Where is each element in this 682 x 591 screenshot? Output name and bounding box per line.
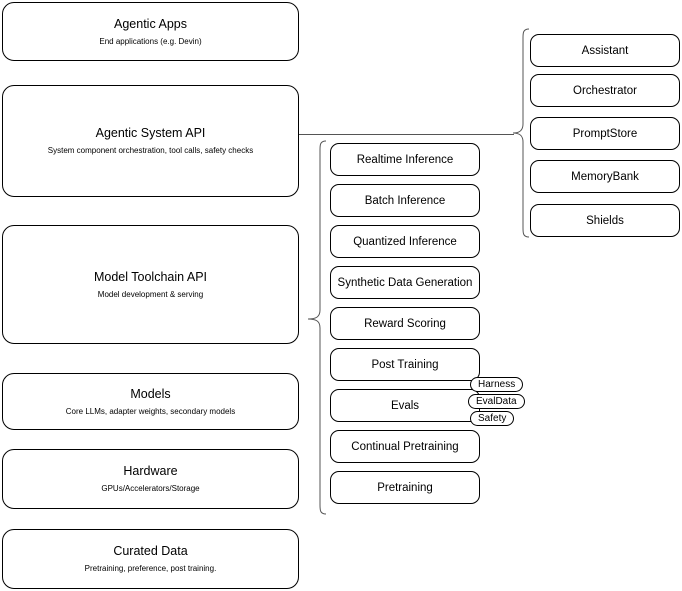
component-label: MemoryBank [571,170,639,183]
layer-title: Curated Data [113,544,188,558]
capability-batch-inference[interactable]: Batch Inference [330,184,480,217]
eval-badge-label: Safety [478,413,507,424]
layer-subtitle: Pretraining, preference, post training. [84,564,217,573]
layer-models[interactable]: Models Core LLMs, adapter weights, secon… [2,373,299,430]
layer-agentic-system-api[interactable]: Agentic System API System component orch… [2,85,299,197]
capability-reward-scoring[interactable]: Reward Scoring [330,307,480,340]
component-label: Orchestrator [573,84,637,97]
component-orchestrator[interactable]: Orchestrator [530,74,680,107]
layer-title: Agentic Apps [114,16,187,31]
layer-hardware[interactable]: Hardware GPUs/Accelerators/Storage [2,449,299,509]
capability-evals[interactable]: Evals [330,389,480,422]
capability-continual-pretraining[interactable]: Continual Pretraining [330,430,480,463]
capability-label: Pretraining [377,481,433,494]
layer-subtitle: GPUs/Accelerators/Storage [101,484,200,493]
capability-label: Realtime Inference [356,153,454,166]
component-shields[interactable]: Shields [530,204,680,237]
capability-label: Reward Scoring [364,317,446,330]
capability-label: Batch Inference [364,194,446,207]
layer-curated-data[interactable]: Curated Data Pretraining, preference, po… [2,529,299,589]
layer-title: Model Toolchain API [93,269,208,284]
capability-quantized-inference[interactable]: Quantized Inference [330,225,480,258]
capability-label: Synthetic Data Generation [337,276,473,289]
capability-label: Evals [390,399,420,412]
connector-system-api-to-components [299,134,514,135]
capability-realtime-inference[interactable]: Realtime Inference [330,143,480,176]
component-label: PromptStore [572,127,638,140]
capability-label: Continual Pretraining [351,440,459,453]
eval-badge-harness[interactable]: Harness [470,377,524,392]
layer-title: Agentic System API [95,126,206,140]
layer-subtitle: Model development & serving [97,289,204,299]
component-memorybank[interactable]: MemoryBank [530,160,680,193]
brace-toolchain-capabilities [307,140,327,515]
layer-agentic-apps[interactable]: Agentic Apps End applications (e.g. Devi… [2,2,299,61]
brace-system-components [512,28,530,238]
capability-label: Post Training [371,358,439,371]
layer-title: Models [130,386,171,401]
layer-model-toolchain-api[interactable]: Model Toolchain API Model development & … [2,225,299,344]
capability-synthetic-data-generation[interactable]: Synthetic Data Generation [330,266,480,299]
eval-badge-safety[interactable]: Safety [470,411,515,426]
layer-title: Hardware [123,464,178,478]
capability-pretraining[interactable]: Pretraining [330,471,480,504]
capability-post-training[interactable]: Post Training [330,348,480,381]
eval-badge-label: EvalData [476,396,517,407]
capability-label: Quantized Inference [353,235,457,248]
layer-subtitle: End applications (e.g. Devin) [99,36,202,46]
layer-subtitle: Core LLMs, adapter weights, secondary mo… [65,406,236,416]
eval-badge-evaldata[interactable]: EvalData [468,394,525,409]
component-promptstore[interactable]: PromptStore [530,117,680,150]
eval-badge-label: Harness [478,379,516,390]
layer-subtitle: System component orchestration, tool cal… [47,146,254,155]
component-label: Assistant [581,44,629,57]
component-assistant[interactable]: Assistant [530,34,680,67]
component-label: Shields [586,214,624,227]
